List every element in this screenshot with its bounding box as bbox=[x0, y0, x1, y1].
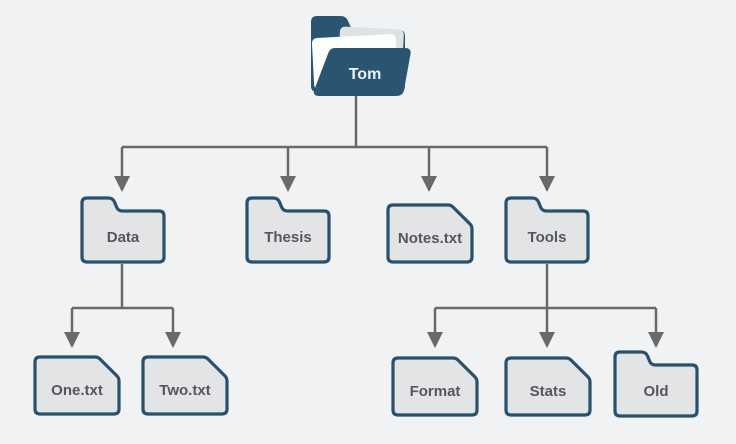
folder-icon bbox=[613, 350, 699, 418]
file-icon bbox=[386, 203, 474, 264]
node-label: Two.txt bbox=[159, 382, 210, 399]
node-file-notes: Notes.txt bbox=[386, 203, 474, 264]
node-folder-thesis: Thesis bbox=[245, 196, 331, 264]
folder-icon bbox=[504, 196, 590, 264]
node-file-two: Two.txt bbox=[141, 355, 229, 416]
node-label: Old bbox=[644, 383, 669, 400]
folder-front-flap bbox=[313, 48, 411, 96]
root-label: Tom bbox=[349, 66, 382, 83]
node-folder-tools: Tools bbox=[504, 196, 590, 264]
file-icon bbox=[33, 355, 121, 416]
node-label: Tools bbox=[528, 229, 567, 246]
file-icon bbox=[391, 356, 479, 417]
file-icon bbox=[141, 355, 229, 416]
node-folder-old: Old bbox=[613, 350, 699, 418]
node-label: Data bbox=[107, 229, 140, 246]
node-file-format: Format bbox=[391, 356, 479, 417]
node-label: Format bbox=[410, 383, 461, 400]
node-label: Thesis bbox=[264, 229, 312, 246]
node-root-tom: Tom bbox=[311, 16, 411, 96]
folder-icon bbox=[80, 196, 166, 264]
file-icon bbox=[504, 356, 592, 417]
folder-icon bbox=[245, 196, 331, 264]
node-label: One.txt bbox=[51, 382, 103, 399]
node-label: Notes.txt bbox=[398, 230, 462, 247]
connector-lines bbox=[64, 96, 664, 348]
node-file-stats: Stats bbox=[504, 356, 592, 417]
node-folder-data: Data bbox=[80, 196, 166, 264]
node-label: Stats bbox=[530, 383, 567, 400]
node-file-one: One.txt bbox=[33, 355, 121, 416]
